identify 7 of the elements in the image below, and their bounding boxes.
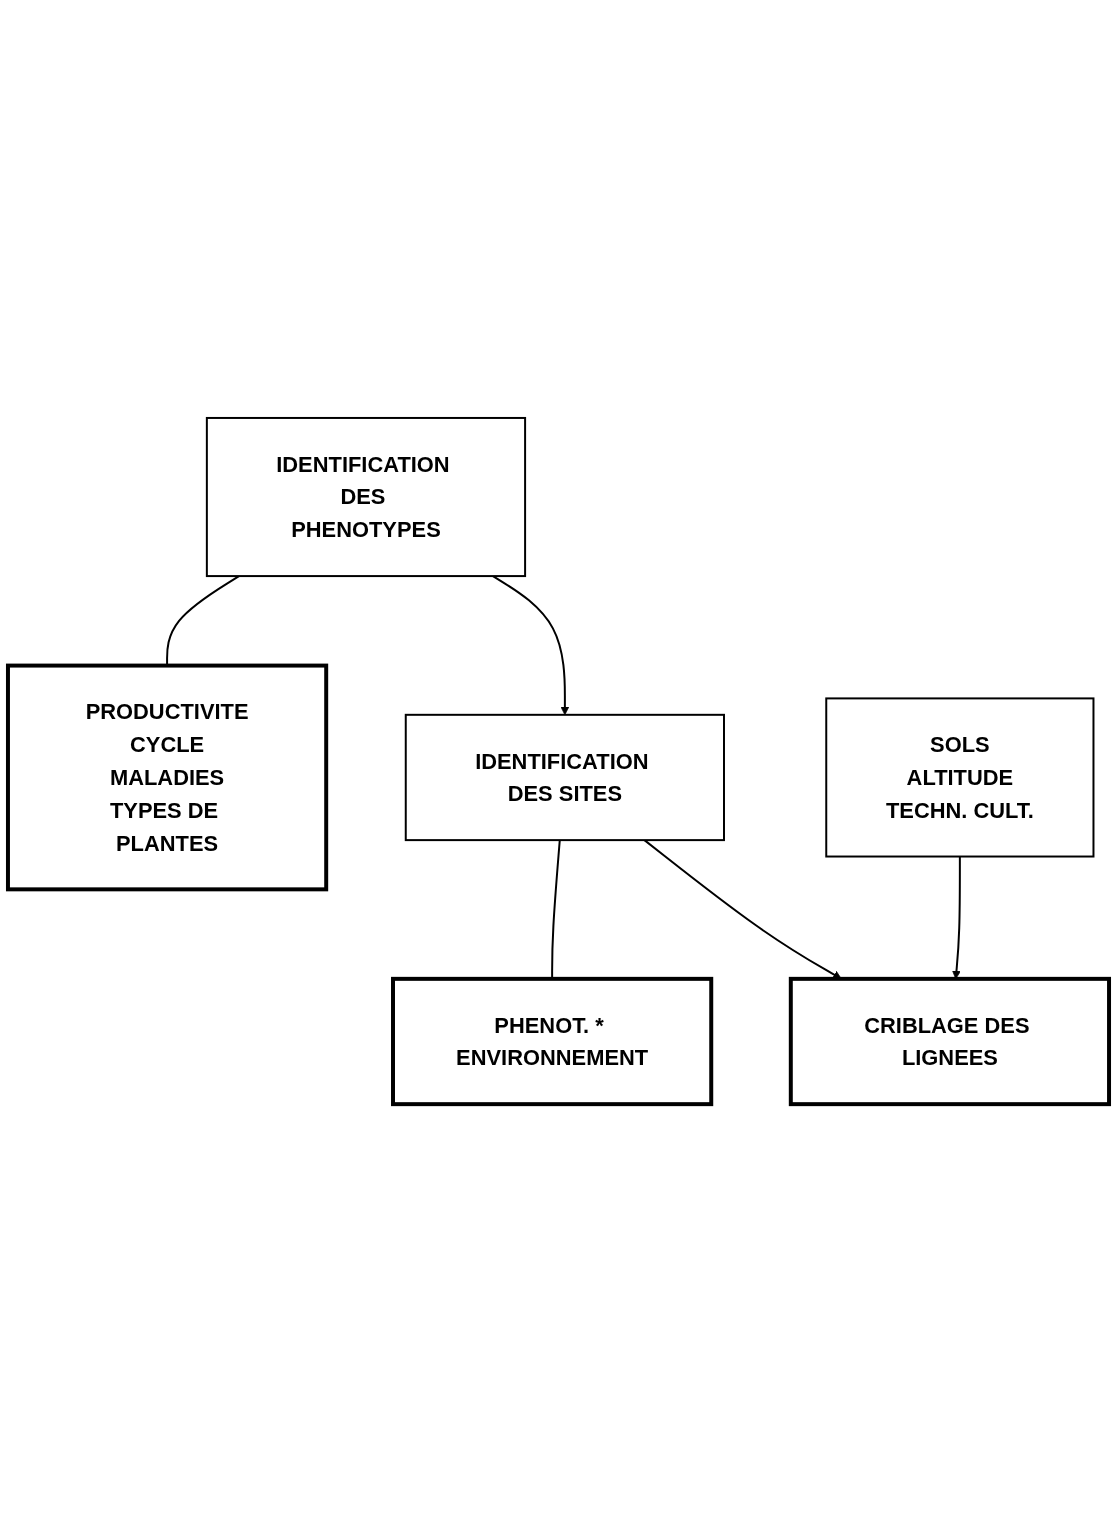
node-box: CRIBLAGE DES LIGNEES <box>788 976 1112 1107</box>
node-box: PRODUCTIVITE CYCLE MALADIES TYPES DE PLANTES <box>5 663 329 892</box>
arrow <box>492 575 570 716</box>
node-box: IDENTIFICATION DES PHENOTYPES <box>205 416 527 577</box>
node-box: PHENOT. * ENVIRONNEMENT <box>391 976 714 1107</box>
node-box: SOLS ALTITUDE TECHN. CULT. <box>825 697 1095 858</box>
node-box: IDENTIFICATION DES SITES <box>404 713 725 842</box>
